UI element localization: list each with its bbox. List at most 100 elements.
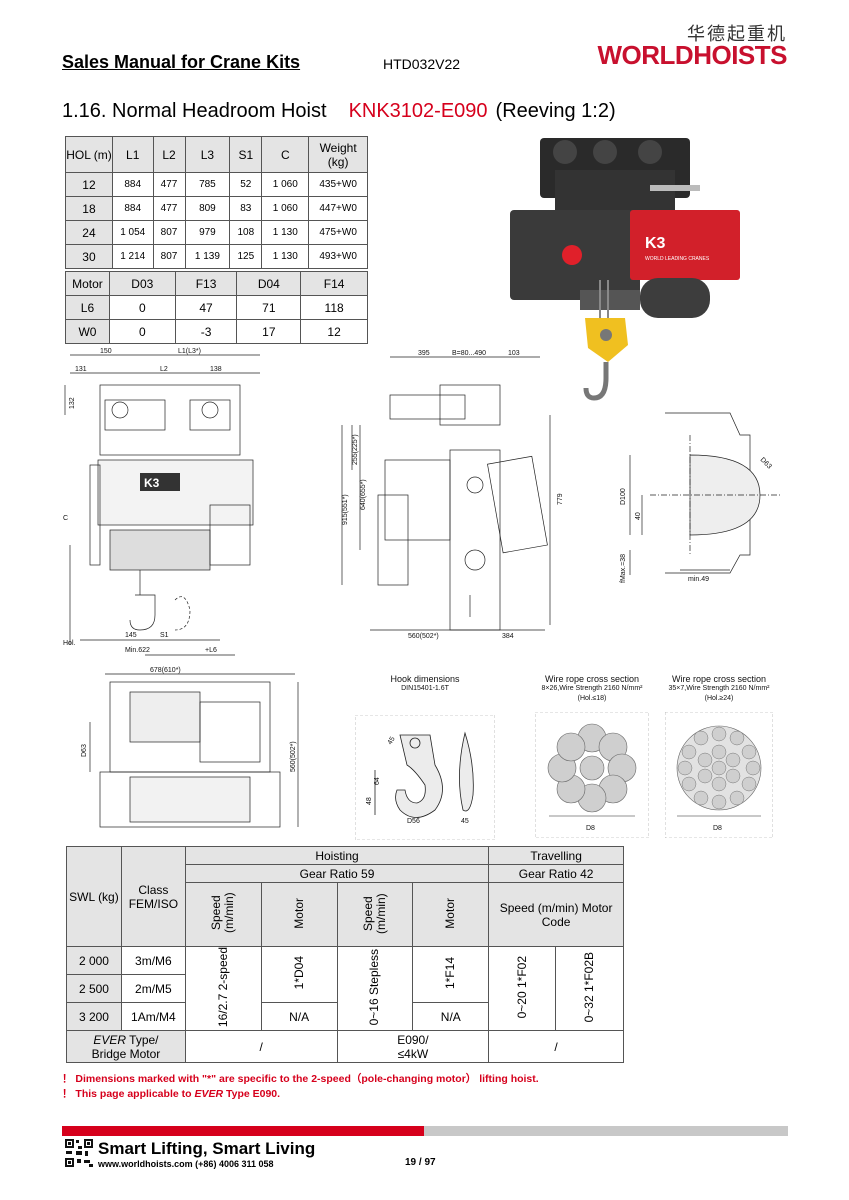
swl-header: SWL (kg) bbox=[66, 846, 122, 947]
rope2-caption: Wire rope cross section 35×7,Wire Streng… bbox=[665, 674, 773, 704]
class-value: 2m/M5 bbox=[120, 974, 186, 1003]
dim-s1: S1 bbox=[160, 632, 169, 639]
dim-138: 138 bbox=[210, 366, 222, 373]
dim-40: 40 bbox=[635, 512, 642, 520]
table-cell: 475+W0 bbox=[308, 220, 368, 245]
table-cell: 18 bbox=[65, 196, 113, 221]
stepless-speed-header: Speed (m/min) bbox=[360, 892, 388, 934]
ever-label-rest: Type/ bbox=[126, 1032, 159, 1047]
table-row: 12 884 477 785 52 1 060 435+W0 bbox=[65, 172, 368, 197]
rope2-spec: 35×7,Wire Strength 2160 N/mm² bbox=[668, 685, 770, 692]
table-cell: 71 bbox=[236, 295, 302, 320]
travelling-header: Travelling bbox=[488, 846, 624, 865]
qr-code-icon bbox=[64, 1138, 94, 1168]
ever-value-2: E090/ ≤4kW bbox=[336, 1030, 490, 1063]
table-cell: 12 bbox=[300, 319, 368, 344]
hoist-motor-header: Motor bbox=[291, 897, 306, 929]
dim-top-560: 560(502*) bbox=[290, 741, 297, 772]
table-cell: 884 bbox=[111, 196, 154, 221]
reeving-ratio: (Reeving 1:2) bbox=[495, 100, 616, 122]
stepless-motor-header: Motor bbox=[443, 897, 458, 929]
ever-label-em: EVER bbox=[93, 1032, 127, 1047]
table-cell: 17 bbox=[236, 319, 302, 344]
dim-l6: +L6 bbox=[205, 647, 217, 654]
stepless-motor-value: 1*F14 bbox=[443, 956, 458, 990]
table-cell: 0 bbox=[108, 319, 176, 344]
table-cell: 108 bbox=[229, 220, 263, 245]
dim-678: 678(610*) bbox=[150, 667, 181, 674]
hoist-speed-value: 16/2.7 2-speed bbox=[215, 946, 230, 1028]
table-cell: 477 bbox=[152, 196, 186, 221]
footer-bar-red bbox=[62, 1126, 424, 1136]
table-cell: 1 054 bbox=[111, 220, 154, 245]
class-value: 1Am/M4 bbox=[120, 1002, 186, 1031]
dim-915: 915(551*) bbox=[342, 494, 349, 525]
dim-779: 779 bbox=[557, 493, 564, 505]
table-cell: 809 bbox=[184, 196, 231, 221]
class-header: Class FEM/ISO bbox=[120, 846, 186, 947]
table-cell: 0 bbox=[108, 295, 176, 320]
note-applicable-em: EVER bbox=[194, 1088, 224, 1100]
logo-worldhoists: WORLDHOISTS bbox=[597, 40, 788, 70]
dim-c: C bbox=[63, 515, 68, 522]
table-cell: 24 bbox=[65, 220, 113, 245]
table-cell: -3 bbox=[174, 319, 238, 344]
ever-label-line2: Bridge Motor bbox=[91, 1046, 161, 1061]
dim-255: 255(225*) bbox=[352, 434, 359, 465]
table-cell: 118 bbox=[300, 295, 368, 320]
motor-offset-table: Motor D03 F13 D04 F14 L6 0 47 71 118 W0 … bbox=[65, 271, 368, 344]
col-header: S1 bbox=[229, 136, 263, 173]
table-cell: 1 130 bbox=[261, 220, 310, 245]
footer-bar bbox=[62, 1126, 788, 1136]
dim-103: 103 bbox=[508, 350, 520, 357]
table-cell: 447+W0 bbox=[308, 196, 368, 221]
table-cell: 785 bbox=[184, 172, 231, 197]
table-cell: 979 bbox=[184, 220, 231, 245]
hook-dim-64: 64 bbox=[374, 777, 381, 785]
swl-value: 2 500 bbox=[66, 974, 122, 1003]
front-view-brand: K3 bbox=[144, 476, 160, 490]
note-applicable: ！ This page applicable to EVER Type E090… bbox=[62, 1086, 280, 1101]
table-cell: 493+W0 bbox=[308, 244, 368, 269]
dim-145: 145 bbox=[125, 632, 137, 639]
stepless-speed-value: 0~16 Stepless bbox=[367, 948, 382, 1026]
hoist-motor-na: N/A bbox=[260, 1002, 338, 1031]
travel-speed-1: 0~20 1*F02 bbox=[514, 955, 529, 1019]
dim-d100: D100 bbox=[620, 488, 627, 505]
dim-l2: L2 bbox=[160, 366, 168, 373]
hoisting-header: Hoisting bbox=[184, 846, 490, 865]
table-cell: 83 bbox=[229, 196, 263, 221]
model-code: KNK3102-E090 bbox=[348, 100, 488, 122]
ever-bridge-motor-label: EVER Type/ Bridge Motor bbox=[66, 1030, 186, 1063]
rope1-hol: (Hol.≤18) bbox=[577, 695, 607, 702]
table-cell: 12 bbox=[65, 172, 113, 197]
table-cell: 807 bbox=[152, 220, 186, 245]
col-header: Motor bbox=[65, 271, 110, 296]
footer-website: www.worldhoists.com (+86) 4006 311 058 bbox=[98, 1159, 274, 1169]
dim-640: 640(655*) bbox=[360, 479, 367, 510]
swl-value: 3 200 bbox=[66, 1002, 122, 1031]
table-cell: 1 139 bbox=[184, 244, 231, 269]
hoist-motor-value: 1*D04 bbox=[291, 956, 306, 990]
travel-speed-header: Speed (m/min) Motor Code bbox=[488, 882, 624, 947]
dim-top-d63: D63 bbox=[81, 744, 88, 757]
col-header: L2 bbox=[152, 136, 186, 173]
col-header: C bbox=[261, 136, 310, 173]
hook-drawing: 45 64 48 D56 45 bbox=[355, 715, 495, 840]
table-cell: 47 bbox=[174, 295, 238, 320]
note-applicable-pre: ！ This page applicable to bbox=[62, 1088, 195, 1100]
performance-spec-table: SWL (kg) Class FEM/ISO Hoisting Travelli… bbox=[66, 846, 624, 1063]
table-cell: 125 bbox=[229, 244, 263, 269]
table-cell: 1 060 bbox=[261, 196, 310, 221]
col-header: L1 bbox=[111, 136, 154, 173]
hook-dim-d56: D56 bbox=[407, 818, 420, 825]
table-row: 30 1 214 807 1 139 125 1 130 493+W0 bbox=[65, 244, 368, 269]
dim-hol: Hol. bbox=[63, 640, 76, 647]
dim-min49: min.49 bbox=[688, 576, 709, 583]
table-row: 24 1 054 807 979 108 1 130 475+W0 bbox=[65, 220, 368, 245]
dim-384: 384 bbox=[502, 633, 514, 640]
hook-title: Hook dimensions bbox=[390, 674, 460, 684]
col-header: Weight (kg) bbox=[308, 136, 368, 173]
ever-value-3: / bbox=[488, 1030, 624, 1063]
